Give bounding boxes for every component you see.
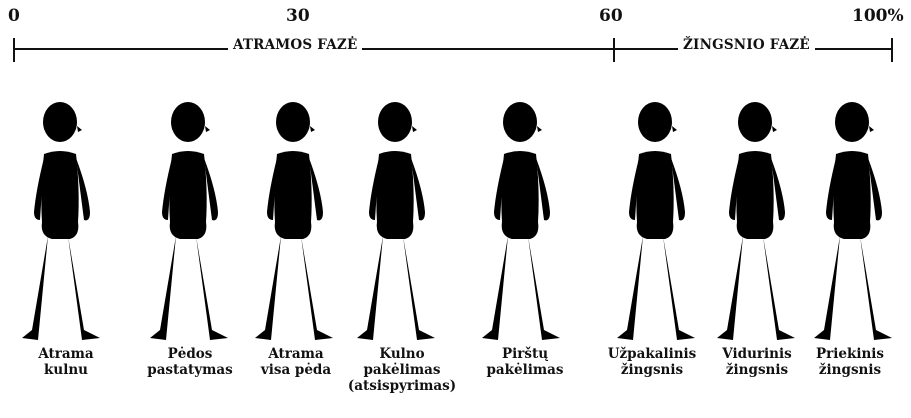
caption-line: Atrama	[237, 346, 355, 362]
caption-line: visa pėda	[237, 362, 355, 378]
caption-line: Priekinis	[791, 346, 909, 362]
figure-priekinis-zingsnis	[814, 102, 892, 340]
caption-line: Pėdos	[131, 346, 249, 362]
figure-atrama-kulnu	[22, 102, 100, 340]
figure-vidurinis-zingsnis	[717, 102, 795, 340]
caption-line: pakėlimas	[343, 362, 461, 378]
stage-caption-1: Atrama kulnu	[7, 346, 125, 378]
stage-caption-8: Priekinis žingsnis	[791, 346, 909, 378]
caption-line: Užpakalinis	[593, 346, 711, 362]
stage-caption-2: Pėdos pastatymas	[131, 346, 249, 378]
figure-pirstu-pakelimas	[482, 102, 560, 340]
figure-atrama-visa-peda	[255, 102, 333, 340]
figure-kulno-pakelimas	[357, 102, 435, 340]
caption-line: žingsnis	[593, 362, 711, 378]
stage-caption-4: Kulno pakėlimas (atsispyrimas)	[343, 346, 461, 394]
caption-line: Kulno	[343, 346, 461, 362]
figure-pedos-pastatymas	[150, 102, 228, 340]
stage-caption-6: Užpakalinis žingsnis	[593, 346, 711, 378]
stage-caption-5: Pirštų pakėlimas	[466, 346, 584, 378]
stage-caption-3: Atrama visa pėda	[237, 346, 355, 378]
caption-line: pastatymas	[131, 362, 249, 378]
caption-line: žingsnis	[791, 362, 909, 378]
caption-line: Pirštų	[466, 346, 584, 362]
caption-line: Atrama	[7, 346, 125, 362]
caption-line: kulnu	[7, 362, 125, 378]
caption-line: pakėlimas	[466, 362, 584, 378]
figure-uzpakalinis-zingsnis	[617, 102, 695, 340]
caption-line: (atsispyrimas)	[343, 378, 461, 394]
